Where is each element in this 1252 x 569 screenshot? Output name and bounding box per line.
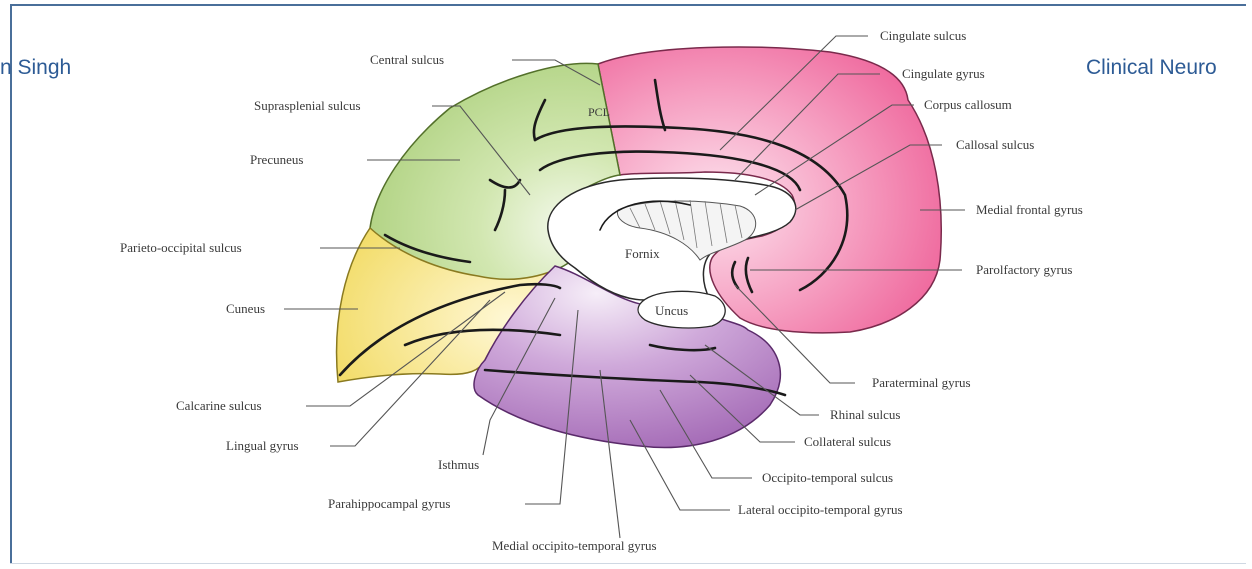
cingulate-gyrus-label: Cingulate gyrus xyxy=(902,66,985,81)
corpus-callosum-label: Corpus callosum xyxy=(924,97,1012,112)
precuneus-label: Precuneus xyxy=(250,152,303,167)
lingual-gyrus-label: Lingual gyrus xyxy=(226,438,299,453)
parieto-occipital-sulcus-label: Parieto-occipital sulcus xyxy=(120,240,242,255)
collateral-sulcus-label: Collateral sulcus xyxy=(804,434,891,449)
calcarine-sulcus-label: Calcarine sulcus xyxy=(176,398,262,413)
callosal-sulcus-label: Callosal sulcus xyxy=(956,137,1034,152)
paraterminal-gyrus-label: Paraterminal gyrus xyxy=(872,375,971,390)
isthmus-label: Isthmus xyxy=(438,457,479,472)
parahippocampal-gyrus-label: Parahippocampal gyrus xyxy=(328,496,450,511)
header-left-text: n Singh xyxy=(0,56,71,80)
rhinal-sulcus-label: Rhinal sulcus xyxy=(830,407,900,422)
uncus-label: Uncus xyxy=(655,303,688,318)
medial-occipito-temporal-gyrus-label: Medial occipito-temporal gyrus xyxy=(492,538,657,553)
parolfactory-gyrus-label: Parolfactory gyrus xyxy=(976,262,1072,277)
cuneus-label: Cuneus xyxy=(226,301,265,316)
lateral-occipito-temporal-gyrus-label: Lateral occipito-temporal gyrus xyxy=(738,502,903,517)
header-right-text: Clinical Neuro xyxy=(1086,56,1217,80)
occipito-temporal-sulcus-label: Occipito-temporal sulcus xyxy=(762,470,893,485)
suprasplenial-sulcus-label: Suprasplenial sulcus xyxy=(254,98,361,113)
central-sulcus-label: Central sulcus xyxy=(370,52,444,67)
pcl-label: PCL xyxy=(588,105,610,119)
fornix-label: Fornix xyxy=(625,246,660,261)
medial-frontal-gyrus-label: Medial frontal gyrus xyxy=(976,202,1083,217)
cingulate-sulcus-label: Cingulate sulcus xyxy=(880,28,966,43)
